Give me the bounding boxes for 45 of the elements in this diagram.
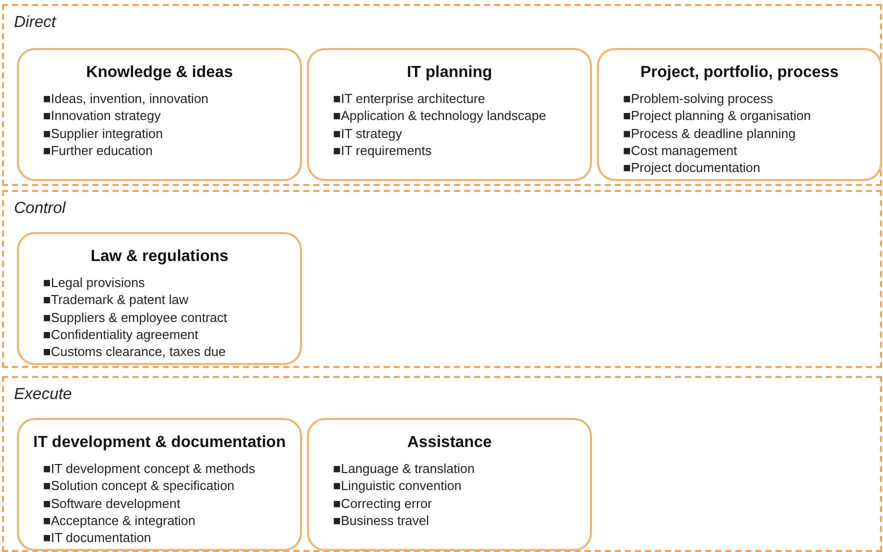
topic-card bbox=[597, 48, 882, 181]
bullet-item: ■Language & translation bbox=[333, 460, 475, 478]
section-band bbox=[2, 190, 882, 368]
bullet-item: ■Application & technology landscape bbox=[333, 107, 546, 125]
bullet-item: ■IT documentation bbox=[43, 529, 152, 546]
bullet-item: ■Project documentation bbox=[623, 159, 762, 176]
bullet-item: ■IT requirements bbox=[333, 142, 433, 160]
bullet-item: ■IT strategy bbox=[333, 124, 404, 142]
bullet-item: ■Process & deadline planning bbox=[623, 124, 797, 142]
topic-card bbox=[307, 48, 592, 181]
bullet-item: ■Further education bbox=[43, 142, 154, 160]
bullet-item: ■Problem-solving process bbox=[623, 90, 774, 108]
bullet-item: ■Acceptance & integration bbox=[43, 512, 196, 530]
bullet-item: ■Ideas, invention, innovation bbox=[43, 90, 208, 108]
topic-card bbox=[307, 418, 592, 551]
bullet-item: ■Business travel bbox=[333, 512, 430, 530]
bullet-item: ■Confidentiality agreement bbox=[43, 326, 200, 344]
section-band bbox=[2, 376, 882, 552]
bullet-item: ■Customs clearance, taxes due bbox=[43, 343, 227, 360]
card-heading: Project, portfolio, process bbox=[639, 64, 840, 82]
bullet-item: ■Suppliers & employee contract bbox=[43, 308, 228, 326]
bullet-item: ■Legal provisions bbox=[43, 274, 146, 292]
bullet-item: ■Solution concept & specification bbox=[43, 477, 236, 495]
topic-card bbox=[17, 232, 302, 365]
bullet-item: ■Cost management bbox=[623, 142, 738, 160]
bullet-item: ■Software development bbox=[43, 494, 182, 512]
bullet-item: ■Trademark & patent law bbox=[43, 291, 190, 309]
bullet-item: ■Project planning & organisation bbox=[623, 107, 811, 125]
topic-card bbox=[17, 48, 302, 181]
bullet-item: ■IT enterprise architecture bbox=[333, 90, 486, 108]
topic-card bbox=[17, 418, 302, 551]
bullet-item: ■Innovation strategy bbox=[43, 107, 162, 125]
card-heading: Knowledge & ideas bbox=[85, 64, 234, 82]
bullet-item: ■IT development concept & methods bbox=[43, 460, 256, 478]
bullet-item: ■Supplier integration bbox=[43, 124, 164, 142]
card-heading: IT development & documentation bbox=[32, 434, 287, 452]
card-heading: IT planning bbox=[406, 64, 494, 82]
bullet-item: ■Correcting error bbox=[333, 494, 433, 512]
bullet-item: ■Linguistic convention bbox=[333, 477, 463, 495]
section-title: Execute bbox=[14, 386, 72, 404]
section-title: Direct bbox=[14, 14, 56, 32]
section-title: Control bbox=[14, 200, 66, 218]
section-band bbox=[2, 4, 882, 186]
card-heading: Law & regulations bbox=[90, 248, 230, 266]
card-heading: Assistance bbox=[406, 434, 493, 452]
